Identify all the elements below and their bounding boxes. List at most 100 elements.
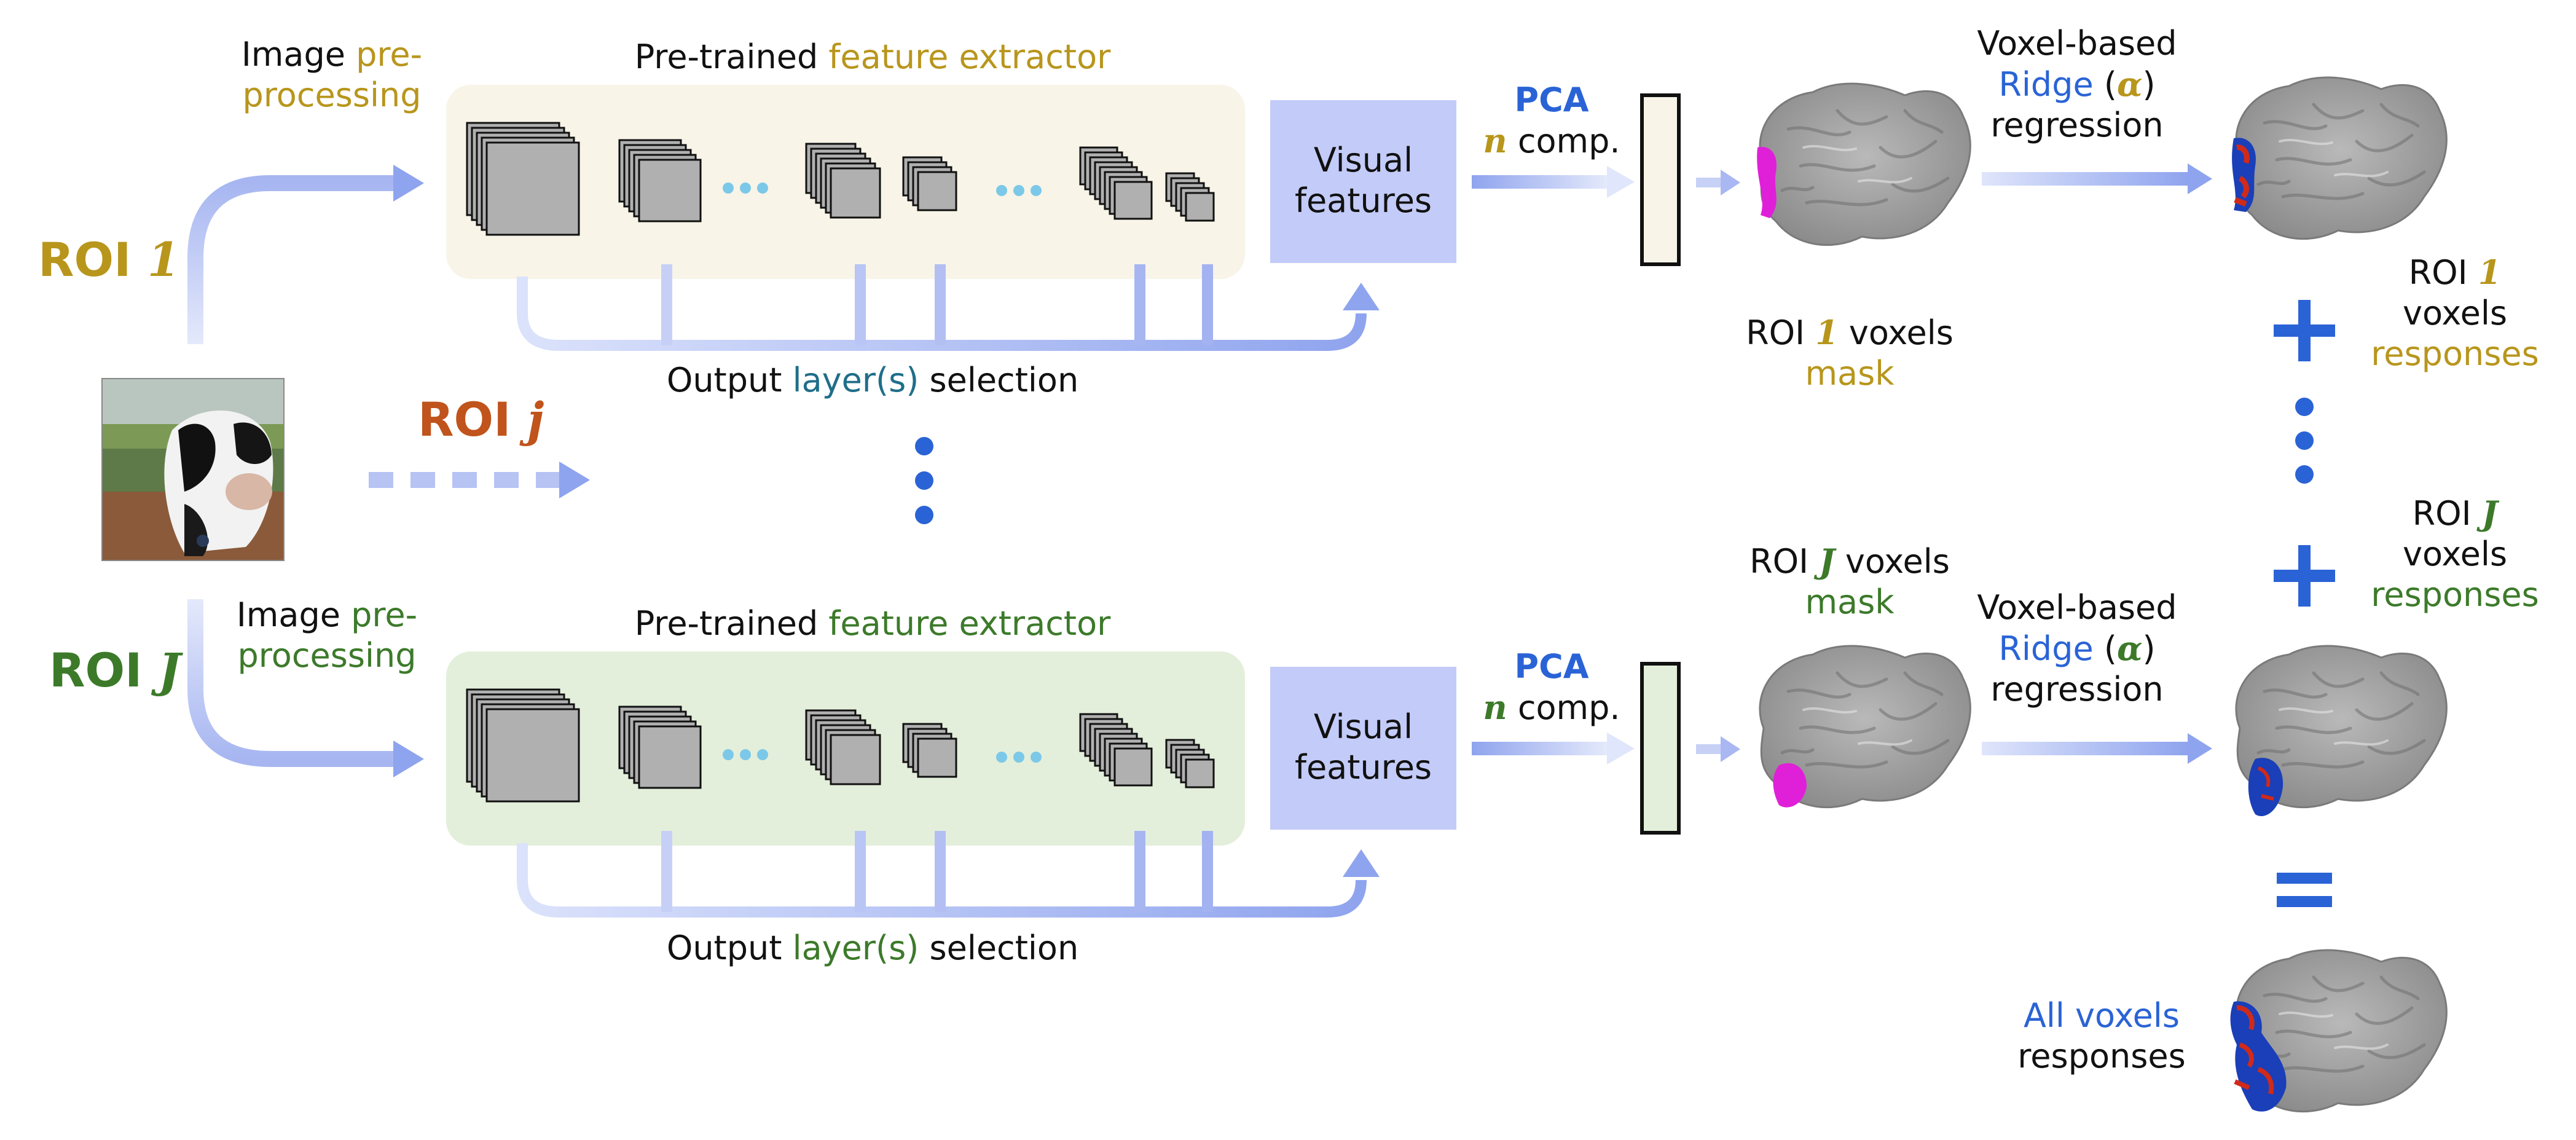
n-symbol: n [1483, 121, 1507, 160]
top-image-preprocessing-label: Image pre- processing [227, 34, 436, 116]
roi-1-label: ROI 1 [38, 237, 180, 283]
bottom-pca-arrow [1472, 733, 1635, 765]
top-input-arrow [187, 165, 424, 344]
roi-word: ROI [1749, 542, 1820, 581]
roi-J-index: J [158, 643, 181, 698]
roi-1-responses-label: ROI 1 voxels responses [2354, 252, 2556, 374]
feature-extractor-word: feature extractor [828, 604, 1111, 643]
all-voxels-word: All voxels [2023, 996, 2180, 1035]
roi-J-prefix: ROI [49, 643, 159, 698]
voxels-word: voxels [2403, 294, 2507, 332]
roi-J-label: ROI J [49, 647, 181, 694]
roi-index: J [2481, 493, 2498, 533]
bottom-extractor-title: Pre-trained feature extractor [615, 603, 1131, 644]
vertical-dots-right [2295, 398, 2314, 484]
roi-word: ROI [2408, 253, 2478, 292]
top-pca-vector [1640, 93, 1681, 266]
selection-word: selection [919, 929, 1079, 967]
bottom-visual-features-label: Visual features [1270, 707, 1456, 788]
top-panel-ellipsis [723, 183, 1042, 196]
roi-index: 1 [1815, 313, 1839, 352]
voxels-word: voxels [1838, 313, 1954, 352]
ridge-word: Ridge [1998, 629, 2094, 668]
voxels-word: voxels [2403, 535, 2507, 573]
bottom-output-layer-selection-label: Output layer(s) selection [615, 928, 1131, 969]
roi-word: ROI [2412, 494, 2482, 533]
bottom-mask-arrow [1696, 736, 1740, 762]
roi-index: 1 [2478, 253, 2502, 292]
roi-J-response-brain [2236, 646, 2446, 816]
roi-J-mask-label: ROI J voxels mask [1721, 541, 1979, 623]
processing-word: processing [242, 76, 422, 114]
mask-word: mask [1805, 354, 1895, 393]
mask-word: mask [1805, 583, 1895, 621]
plus-sign-top [2274, 300, 2335, 361]
alpha-symbol: α [2116, 65, 2143, 104]
roi-j-dashed-arrow [369, 462, 590, 498]
roi-1-prefix: ROI [38, 232, 147, 287]
roi-J-brain-mask [1760, 646, 1970, 808]
top-pca-arrow [1472, 166, 1635, 198]
voxel-based-word: Voxel-based [1977, 588, 2177, 627]
feature-extractor-word: feature extractor [828, 37, 1111, 76]
alpha-symbol: α [2116, 629, 2143, 668]
features-word: features [1294, 748, 1432, 787]
features-word: features [1294, 181, 1432, 220]
top-visual-features-label: Visual features [1270, 140, 1456, 221]
responses-word: responses [2371, 334, 2539, 373]
bottom-panel-ellipsis [723, 749, 1042, 763]
voxels-word: voxels [1834, 542, 1950, 581]
bottom-visual-features-box [1270, 667, 1456, 830]
branch-ellipsis-dots [915, 437, 933, 524]
roi-1-brain-mask [1757, 84, 1970, 245]
all-voxels-response-brain [2230, 950, 2447, 1112]
pca-word: PCA [1514, 81, 1589, 119]
layers-word: layer(s) [792, 361, 919, 399]
responses-word: responses [2371, 575, 2539, 614]
pca-word: PCA [1514, 647, 1589, 686]
visual-word: Visual [1313, 707, 1413, 746]
n-symbol: n [1483, 688, 1507, 727]
image-word: Image [241, 35, 356, 74]
roi-index: J [1819, 541, 1835, 581]
bottom-feature-maps [466, 688, 1215, 803]
bottom-image-preprocessing-label: Image pre- processing [222, 595, 431, 676]
top-visual-features-box [1270, 100, 1456, 263]
roi-1-index: 1 [147, 232, 180, 287]
roi-j-prefix: ROI [418, 392, 527, 447]
regression-word: regression [1990, 670, 2164, 709]
pretrained-word: Pre-trained [634, 37, 829, 76]
selection-word: selection [919, 361, 1079, 399]
top-ridge-arrow [1982, 163, 2212, 194]
roi-J-responses-label: ROI J voxels responses [2354, 493, 2556, 615]
all-voxels-responses-label: All voxels responses [1973, 996, 2231, 1077]
pre-word: pre- [356, 35, 423, 74]
visual-word: Visual [1313, 141, 1413, 179]
top-layer-selection-bus [517, 264, 1367, 351]
pretrained-word: Pre-trained [634, 604, 829, 643]
bottom-pca-vector [1640, 662, 1681, 835]
layers-word: layer(s) [792, 929, 919, 967]
bottom-ridge-regression-label: Voxel-based Ridge (α) regression [1977, 588, 2177, 709]
equals-sign [2277, 873, 2332, 907]
top-feature-maps [466, 122, 1215, 236]
output-word: Output [666, 361, 793, 399]
top-ridge-regression-label: Voxel-based Ridge (α) regression [1977, 24, 2177, 144]
bottom-input-arrow [187, 599, 424, 777]
top-extractor-title: Pre-trained feature extractor [615, 37, 1131, 77]
regression-word: regression [1990, 106, 2164, 144]
processing-word: processing [237, 636, 417, 675]
image-word: Image [236, 596, 351, 634]
top-mask-arrow [1696, 170, 1740, 195]
roi-j-index: j [527, 392, 544, 447]
roi-word: ROI [1746, 313, 1816, 352]
voxel-based-word: Voxel-based [1977, 24, 2177, 63]
responses-word: responses [2017, 1037, 2186, 1075]
plus-sign-bottom [2274, 545, 2335, 607]
comp-word: comp. [1507, 688, 1620, 727]
top-pca-label: PCA n comp. [1469, 80, 1635, 162]
roi-j-label: ROI j [418, 396, 544, 443]
roi-1-mask-label: ROI 1 voxels mask [1721, 312, 1979, 394]
pre-word: pre- [351, 596, 418, 634]
